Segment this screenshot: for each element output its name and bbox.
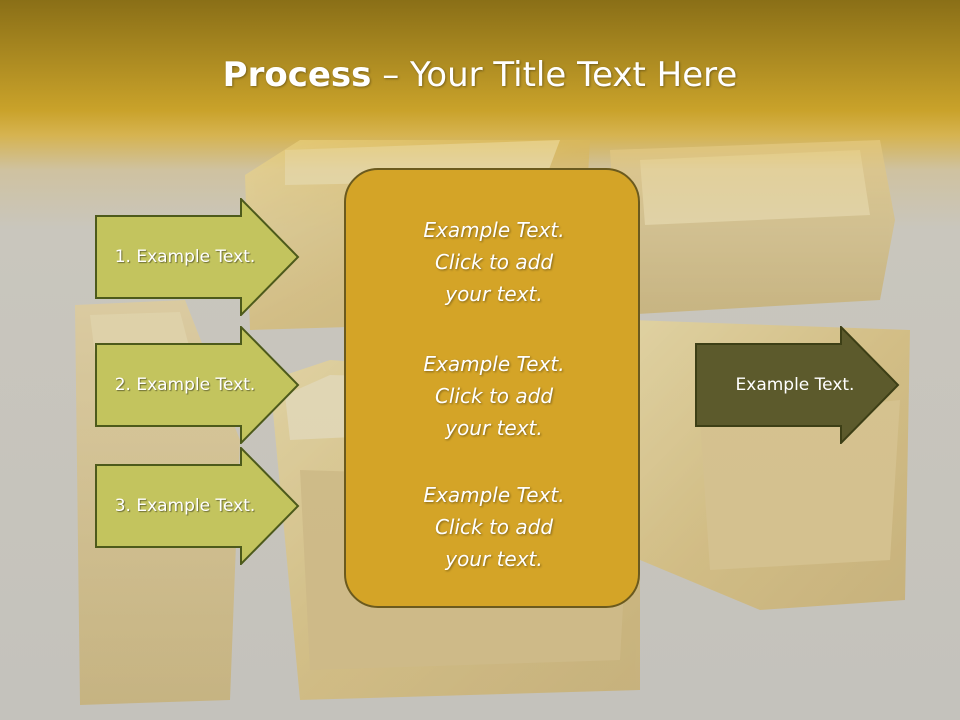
paragraph-line: your text. — [445, 547, 543, 571]
right-arrow-shape — [695, 326, 900, 444]
paragraph-line: Example Text. — [423, 352, 565, 376]
paragraph-line: Example Text. — [423, 483, 565, 507]
center-paragraph-3: Example Text. Click to add your text. — [346, 479, 642, 575]
paragraph-line: Click to add — [434, 384, 554, 408]
paragraph-line: your text. — [445, 416, 543, 440]
paragraph-line: your text. — [445, 282, 543, 306]
slide-title[interactable]: Process – Your Title Text Here — [0, 52, 960, 98]
center-text-box[interactable]: Example Text. Click to add your text. Ex… — [344, 168, 640, 608]
step-arrow-3[interactable]: 3. Example Text. — [95, 447, 300, 565]
step-arrow-label: 2. Example Text. — [114, 375, 256, 395]
step-arrow-label: 1. Example Text. — [114, 247, 256, 267]
step-arrow-label: 3. Example Text. — [114, 496, 256, 516]
title-rest-text: Your Title Text Here — [410, 55, 738, 95]
output-arrow-label: Example Text. — [735, 375, 855, 395]
title-separator: – — [371, 55, 411, 95]
paragraph-line: Click to add — [434, 250, 554, 274]
right-arrow-shape — [95, 198, 300, 316]
step-arrow-2[interactable]: 2. Example Text. — [95, 326, 300, 444]
right-arrow-shape — [95, 447, 300, 565]
center-paragraph-2: Example Text. Click to add your text. — [346, 348, 642, 444]
step-arrow-1[interactable]: 1. Example Text. — [95, 198, 300, 316]
right-arrow-shape — [95, 326, 300, 444]
center-paragraph-1: Example Text. Click to add your text. — [346, 214, 642, 310]
title-bold-text: Process — [222, 55, 372, 95]
output-arrow[interactable]: Example Text. — [695, 326, 900, 444]
paragraph-line: Example Text. — [423, 218, 565, 242]
paragraph-line: Click to add — [434, 515, 554, 539]
